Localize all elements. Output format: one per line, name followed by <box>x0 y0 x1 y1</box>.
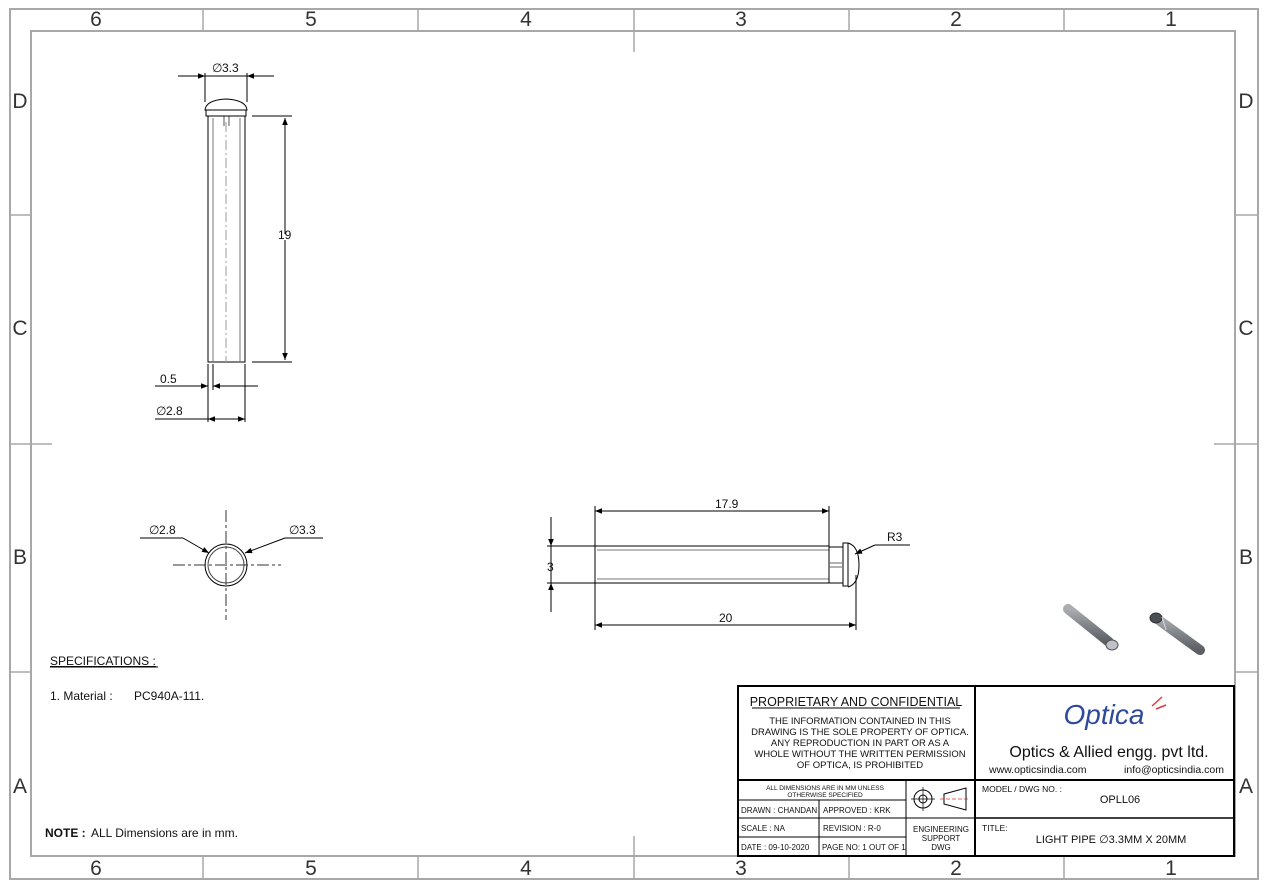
zone-col-label: 3 <box>735 857 747 880</box>
dim-bottom-dia: 2.8 <box>166 404 183 418</box>
end-view <box>140 510 323 620</box>
zone-col-label: 2 <box>950 857 962 880</box>
dim-height-3: 3 <box>547 560 554 574</box>
dim-top-dia: 3.3 <box>222 61 239 75</box>
model-label: MODEL / DWG NO. : <box>982 784 1062 794</box>
zone-labels-top: 6 5 4 3 2 1 <box>90 8 1177 31</box>
proprietary-heading: PROPRIETARY AND CONFIDENTIAL <box>750 695 963 709</box>
company-email[interactable]: info@opticsindia.com <box>1124 764 1224 776</box>
front-view <box>204 73 292 422</box>
title-value: LIGHT PIPE ∅3.3MM X 20MM <box>1036 834 1187 846</box>
approved-by: APPROVED : KRK <box>823 806 891 815</box>
optica-logo: Optica <box>1064 699 1145 730</box>
dim-end-dia-outer: 3.3 <box>299 523 316 537</box>
dia-symbol: ∅ <box>212 61 222 75</box>
spec-material-value: PC940A-111. <box>134 689 204 703</box>
dim-17-9: 17.9 <box>715 497 739 511</box>
zone-labels-left: D C B A <box>12 90 27 798</box>
dia-symbol: ∅ <box>149 523 159 537</box>
zone-row-label: B <box>13 546 27 569</box>
zone-col-label: 5 <box>305 857 317 880</box>
proprietary-line: WHOLE WITHOUT THE WRITTEN PERMISSION <box>754 749 965 760</box>
logo-spark-icon <box>1151 696 1167 710</box>
zone-col-label: 6 <box>90 8 102 31</box>
dia-symbol: ∅ <box>289 523 299 537</box>
note-label: NOTE : <box>45 826 86 840</box>
zone-row-label: D <box>12 90 27 113</box>
company-website[interactable]: www.opticsindia.com <box>988 764 1087 776</box>
inner-frame <box>30 30 1236 857</box>
zone-col-label: 1 <box>1165 8 1177 31</box>
front-view-dimensions <box>155 73 288 422</box>
specifications-heading: SPECIFICATIONS : <box>50 654 156 668</box>
proprietary-line: ANY REPRODUCTION IN PART OR AS A <box>771 738 950 749</box>
zone-col-label: 5 <box>305 8 317 31</box>
dim-radius: R3 <box>887 530 903 544</box>
projection-symbol-icon <box>911 787 970 811</box>
spec-material-label: 1. Material : <box>50 689 113 703</box>
zone-row-label: C <box>1238 317 1253 340</box>
dia-symbol: ∅ <box>156 404 166 418</box>
support-line: ENGINEERING <box>913 825 969 834</box>
zone-col-label: 6 <box>90 857 102 880</box>
scale: SCALE : NA <box>741 824 786 833</box>
zone-row-label: A <box>1239 775 1253 798</box>
zone-labels-right: D C B A <box>1238 90 1253 798</box>
zone-col-label: 1 <box>1165 857 1177 880</box>
proprietary-line: DRAWING IS THE SOLE PROPERTY OF OPTICA. <box>751 727 969 738</box>
drawn-by: DRAWN : CHANDAN <box>741 806 817 815</box>
zone-col-label: 3 <box>735 8 747 31</box>
iso-part-right <box>1149 612 1205 655</box>
revision: REVISION : R-0 <box>823 824 881 833</box>
zone-row-label: B <box>1239 546 1253 569</box>
date: DATE : 09-10-2020 <box>741 843 810 852</box>
dim-length-19: 19 <box>278 228 292 242</box>
title-block <box>737 685 1235 857</box>
side-dome <box>847 542 860 588</box>
zone-col-label: 2 <box>950 8 962 31</box>
support-line: DWG <box>931 843 951 852</box>
support-line: SUPPORT <box>922 834 961 843</box>
dim-length-20: 20 <box>719 611 733 625</box>
side-view <box>547 506 860 630</box>
zone-col-label: 4 <box>520 8 532 31</box>
title-label: TITLE: <box>982 823 1008 833</box>
note-text: ALL Dimensions are in mm. <box>91 826 238 840</box>
page-number: PAGE NO: 1 OUT OF 1 <box>822 843 906 852</box>
zone-labels-bottom: 6 5 4 3 2 1 <box>90 857 1177 880</box>
dome-cap <box>204 98 248 111</box>
units-note-line: ALL DIMENSIONS ARE IN MM UNLESS <box>766 785 885 792</box>
model-value: OPLL06 <box>1100 794 1140 806</box>
zone-dividers <box>10 9 1258 879</box>
company-name: Optics & Allied engg. pvt ltd. <box>1009 744 1208 761</box>
zone-col-label: 4 <box>520 857 532 880</box>
zone-row-label: A <box>13 775 27 798</box>
iso-part-left <box>1063 604 1119 651</box>
proprietary-line: OF OPTICA, IS PROHIBITED <box>797 760 923 771</box>
zone-row-label: C <box>12 317 27 340</box>
dim-wall: 0.5 <box>160 372 177 386</box>
zone-row-label: D <box>1238 90 1253 113</box>
dim-end-dia-inner: 2.8 <box>159 523 176 537</box>
proprietary-line: THE INFORMATION CONTAINED IN THIS <box>769 716 951 727</box>
units-note-line: OTHERWISE SPECIFIED <box>787 792 863 799</box>
side-view-dimensions <box>548 508 910 628</box>
